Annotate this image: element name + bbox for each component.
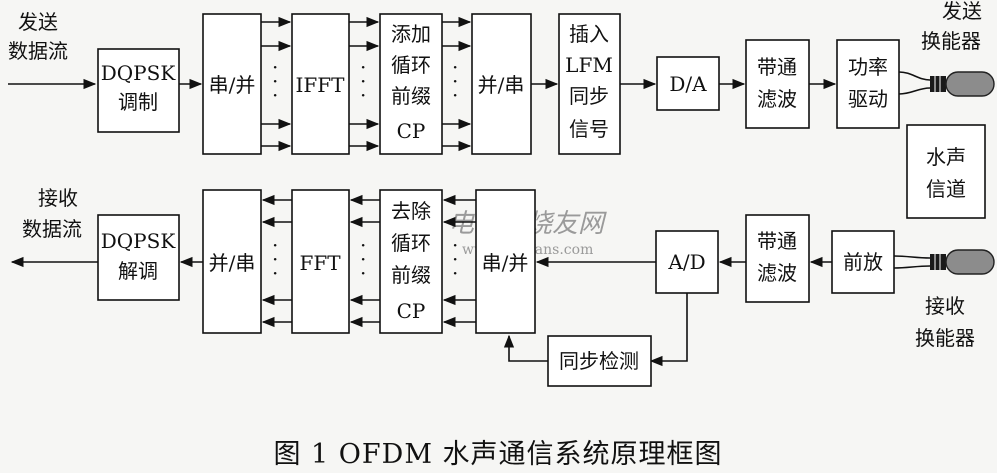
remove-cp-block — [379, 189, 443, 334]
svg-text:·: · — [272, 83, 278, 107]
add-cp-label-2: 循环 — [391, 53, 431, 77]
rx-bpf-label-1: 带通 — [757, 229, 797, 253]
tx-parallel-serial-block — [471, 13, 532, 155]
remove-cp-label-1: 去除 — [391, 199, 431, 223]
add-cp-label-4: CP — [397, 119, 426, 143]
rx-parallel-serial-block — [202, 189, 262, 334]
remove-cp-label-3: 前缀 — [391, 263, 431, 287]
ifft-label: IFFT — [296, 73, 346, 97]
svg-text:·: · — [272, 55, 278, 79]
tx-transducer-wire-2 — [898, 87, 931, 95]
add-cp-label-3: 前缀 — [391, 84, 431, 108]
rx-transducer-wire-1 — [893, 255, 931, 259]
remove-cp-label-2: 循环 — [391, 231, 431, 255]
rx-bpf-label-2: 滤波 — [757, 261, 797, 285]
svg-text:·: · — [360, 83, 366, 107]
tx-p2s-label: 并/串 — [478, 73, 525, 97]
fft-label: FFT — [299, 251, 341, 275]
underwater-channel-block — [906, 124, 986, 219]
modulator-label-2: 调制 — [118, 90, 158, 114]
rx-output-label-2: 数据流 — [22, 217, 82, 241]
preamp-block — [831, 230, 895, 294]
tx-input-label-2: 数据流 — [8, 39, 68, 63]
rx-bandpass-block — [745, 214, 810, 303]
tx-bpf-label-1: 带通 — [757, 55, 797, 79]
add-cp-block — [379, 13, 443, 155]
svg-text:·: · — [272, 247, 278, 271]
svg-text:·: · — [452, 69, 458, 93]
tx-input-label-1: 发送 — [18, 10, 58, 34]
svg-text:·: · — [360, 233, 366, 257]
rx-s2p-label: 串/并 — [482, 251, 529, 275]
power-amp-block — [836, 39, 900, 129]
preamp-label: 前放 — [843, 250, 883, 274]
sync-detection-label: 同步检测 — [559, 349, 639, 373]
lfm-label-4: 信号 — [569, 117, 609, 141]
svg-text:·: · — [452, 233, 458, 257]
cp-p2s-arrows: ··· — [442, 16, 472, 152]
power-amp-label-2: 驱动 — [848, 87, 888, 111]
modulator-label-1: DQPSK — [101, 61, 177, 85]
svg-text:·: · — [272, 69, 278, 93]
arrow-ad-sync — [649, 293, 688, 367]
svg-text:·: · — [452, 261, 458, 285]
svg-text:·: · — [272, 233, 278, 257]
svg-text:·: · — [452, 247, 458, 271]
rx-transducer-icon — [930, 249, 995, 275]
rx-serial-parallel-block — [475, 189, 536, 334]
dqpsk-modulator-block — [97, 48, 180, 133]
rx-output-label-1: 接收 — [38, 186, 78, 210]
lfm-label-1: 插入 — [569, 22, 609, 46]
tx-transducer-label-1: 发送 — [942, 0, 982, 23]
dqpsk-demodulator-block — [97, 214, 180, 301]
svg-text:·: · — [360, 261, 366, 285]
rx-p2s-label: 并/串 — [209, 251, 256, 275]
svg-text:·: · — [360, 69, 366, 93]
cp-fft-arrows: ··· — [349, 194, 380, 328]
ifft-cp-arrows: ··· — [349, 16, 380, 152]
remove-cp-label-4: CP — [397, 299, 426, 323]
demodulator-label-2: 解调 — [118, 259, 158, 283]
lfm-label-3: 同步 — [569, 84, 609, 108]
svg-text:·: · — [452, 83, 458, 107]
rx-transducer-label-2: 换能器 — [915, 326, 975, 350]
tx-s2p-label: 串/并 — [209, 73, 256, 97]
channel-label-2: 信道 — [926, 177, 966, 201]
svg-text:·: · — [360, 55, 366, 79]
svg-text:·: · — [272, 261, 278, 285]
fft-p2s-arrows: ··· — [261, 194, 292, 328]
rx-transducer-label-1: 接收 — [925, 294, 965, 318]
ad-label: A/D — [667, 250, 705, 274]
svg-text:·: · — [452, 55, 458, 79]
figure-caption: 图 1 OFDM 水声通信系统原理框图 — [273, 439, 722, 470]
da-label: D/A — [669, 72, 707, 96]
demodulator-label-1: DQPSK — [101, 229, 177, 253]
ifft-block — [291, 13, 350, 155]
s2p-cp-arrows: ··· — [442, 194, 476, 328]
svg-text:·: · — [360, 247, 366, 271]
tx-transducer-label-2: 换能器 — [921, 29, 981, 53]
tx-bandpass-block — [745, 39, 810, 129]
arrow-sync-s2p — [503, 334, 548, 362]
channel-label-1: 水声 — [926, 145, 966, 169]
tx-serial-parallel-block — [202, 13, 262, 155]
tx-transducer-wire-1 — [898, 71, 931, 81]
tx-transducer-icon — [930, 71, 995, 97]
add-cp-label-1: 添加 — [391, 22, 431, 46]
rx-transducer-wire-2 — [893, 265, 931, 269]
fft-block — [291, 189, 350, 334]
tx-bpf-label-2: 滤波 — [757, 87, 797, 111]
ad-converter-block — [655, 230, 719, 294]
power-amp-label-1: 功率 — [848, 55, 888, 79]
s2p-ifft-arrows: ··· — [261, 16, 292, 152]
lfm-label-2: LFM — [565, 53, 613, 77]
